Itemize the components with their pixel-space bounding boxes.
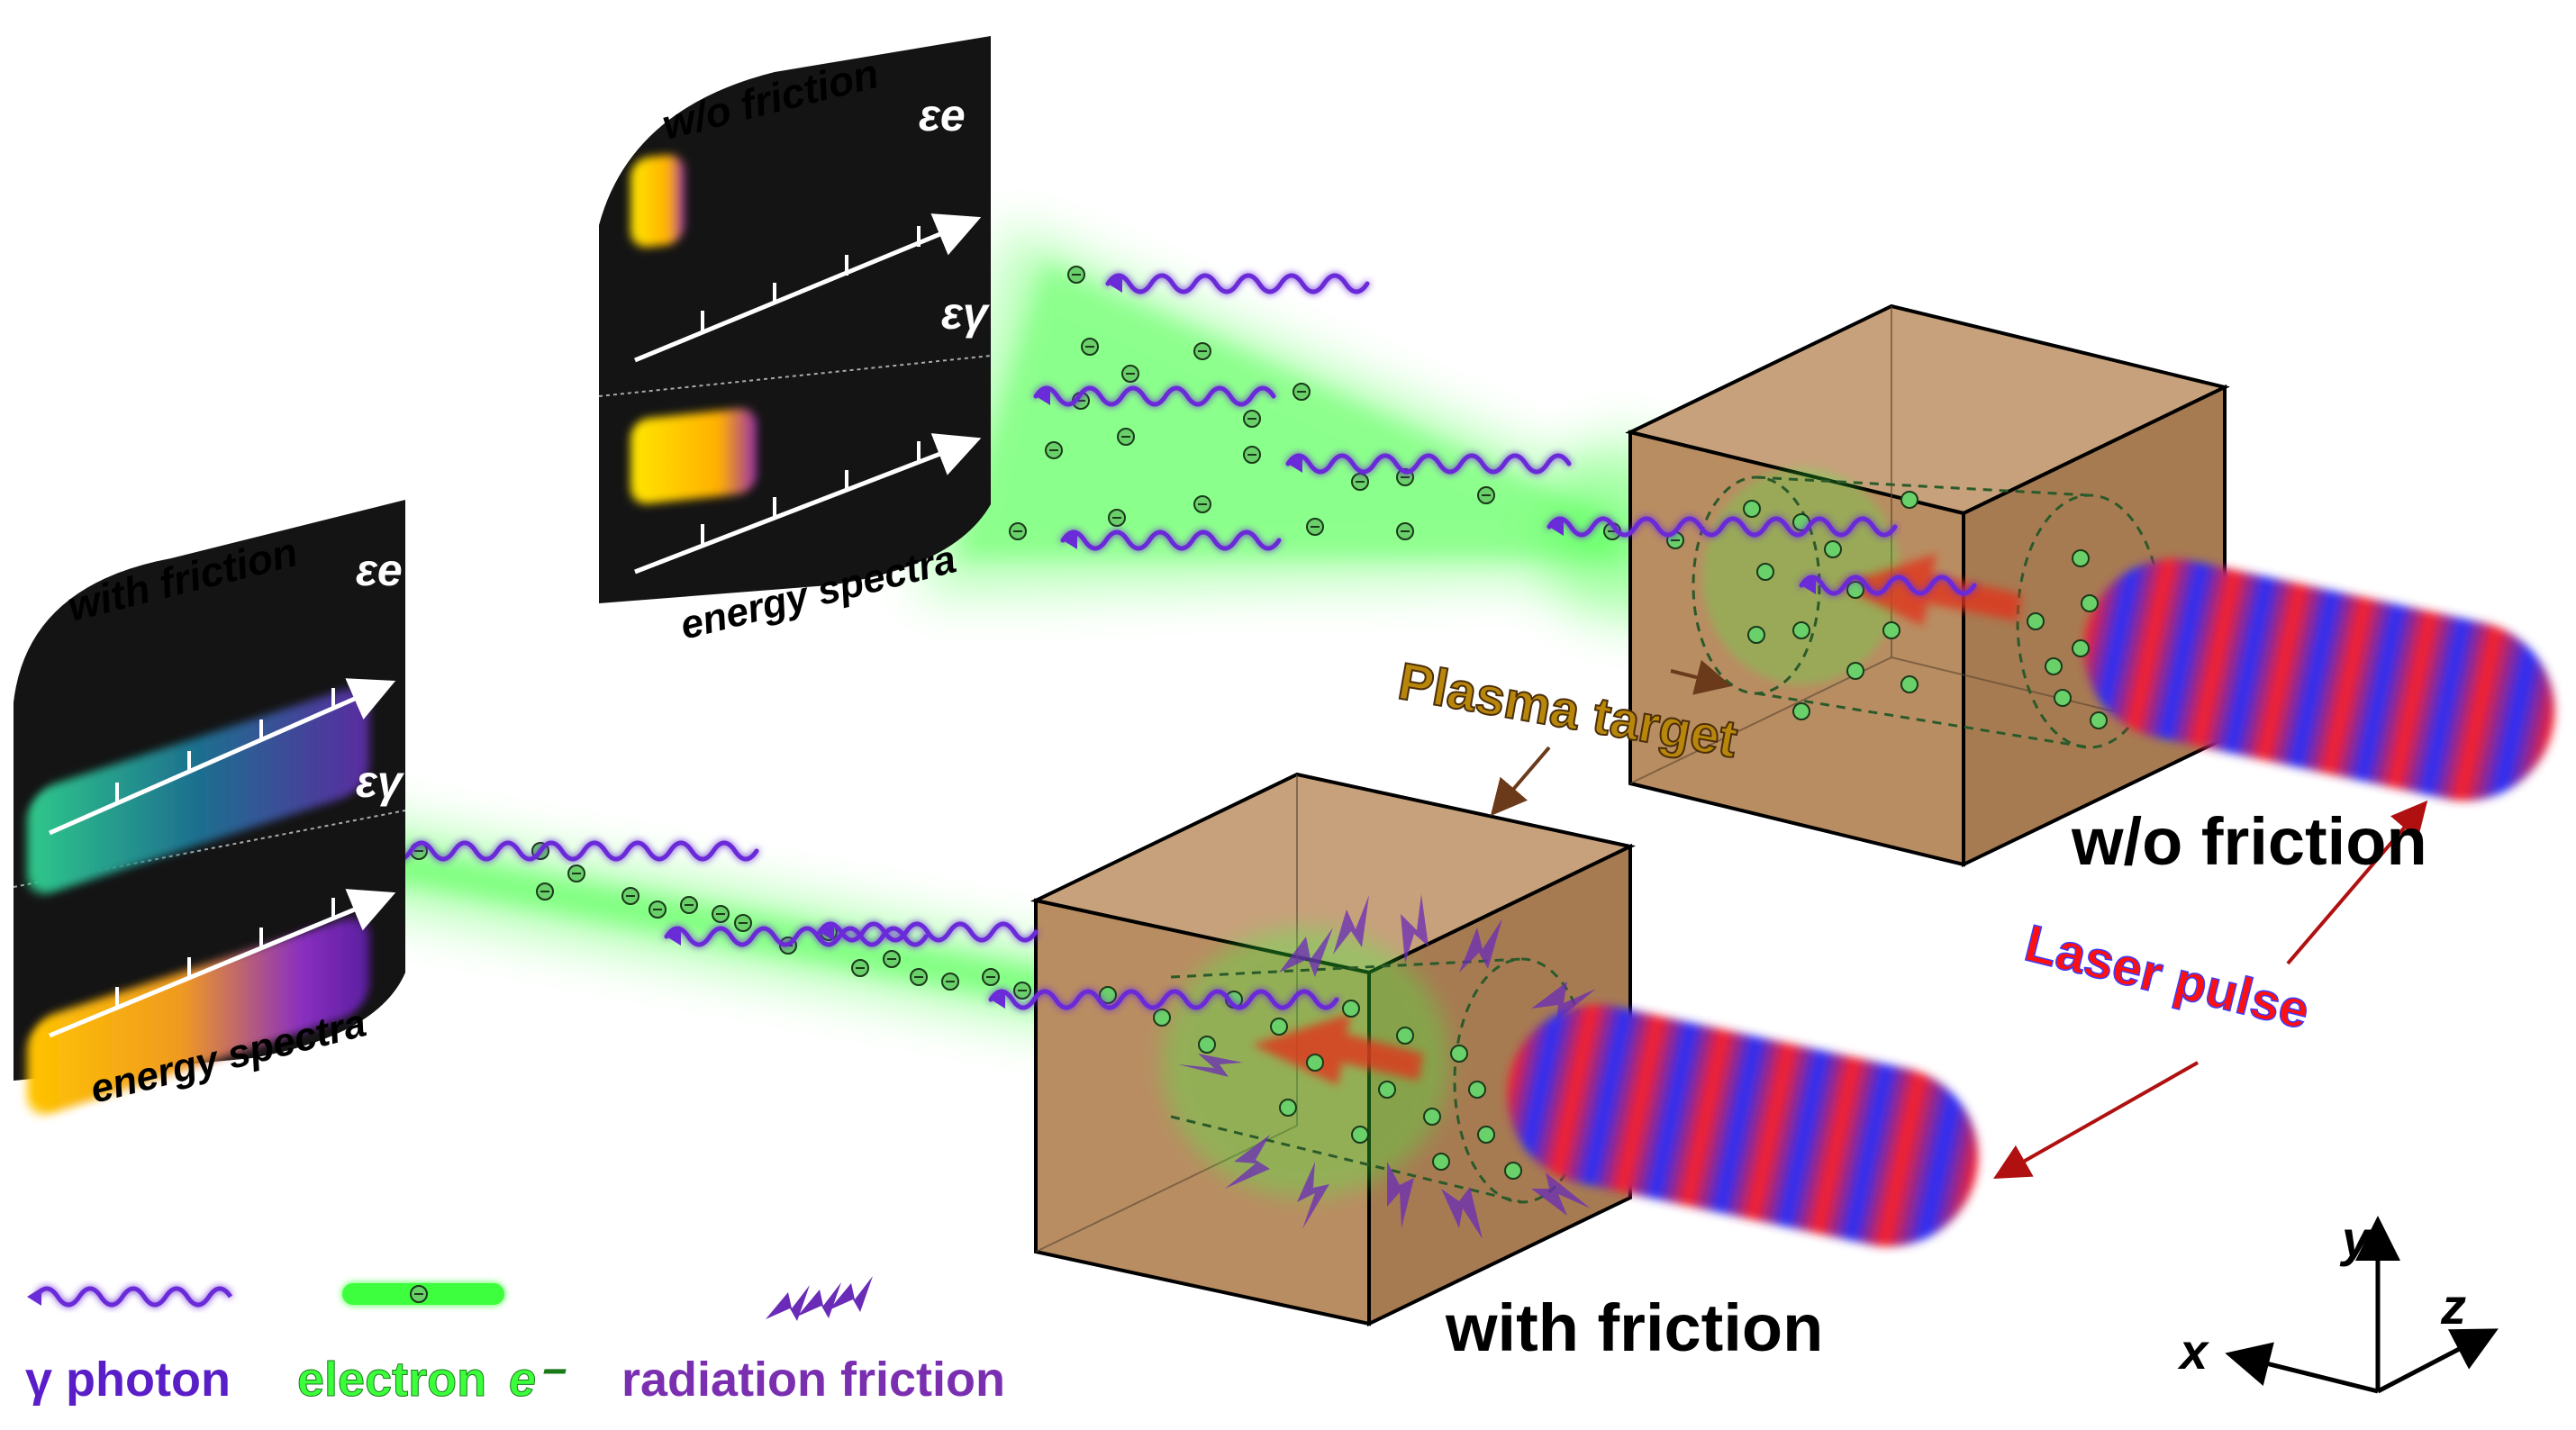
panel-left-photon-axis: εγ	[356, 756, 405, 807]
laser-pointer-bottom	[1993, 1061, 2199, 1179]
legend-photon-icon	[27, 1286, 233, 1308]
legend-electron-icon	[342, 1283, 504, 1305]
legend-electron-label: electron	[297, 1353, 486, 1407]
axis-z-label: z	[2440, 1278, 2466, 1335]
spectra-panel-top	[598, 36, 992, 603]
legend-electron-symbol: e⁻	[509, 1353, 567, 1407]
electrons-top	[1009, 266, 2108, 729]
axis-x-label: x	[2177, 1323, 2210, 1380]
plasma-pointer-bottom	[1490, 746, 1551, 817]
wo-friction-label: w/o friction	[2071, 804, 2427, 879]
laser-pulse-bottom	[1507, 1004, 1979, 1247]
panel-top-electron-axis: εe	[919, 90, 966, 140]
spectra-panel-left	[13, 500, 406, 1115]
laser-pulse-label: Laser pulse	[2019, 914, 2316, 1041]
legend-friction-label: radiation friction	[621, 1353, 1005, 1407]
electrons-bottom	[374, 828, 1522, 1180]
coordinate-axes	[2225, 1216, 2499, 1394]
panel-left-electron-axis: εe	[356, 545, 403, 595]
gamma-photon-arrowheads-top	[1036, 275, 1816, 594]
panel-top-photon-axis: εγ	[941, 288, 991, 339]
radiation-friction-marks	[1178, 894, 1596, 1239]
axis-y-label: y	[2339, 1210, 2372, 1267]
laser-pulse-top	[2083, 558, 2555, 801]
gamma-photons-top	[1033, 273, 1977, 596]
plasma-pointer-top	[1670, 659, 1732, 695]
with-friction-label: with friction	[1445, 1290, 1823, 1365]
legend-photon-label: γ photon	[25, 1353, 231, 1407]
legend-friction-icon	[766, 1276, 873, 1321]
laser-pointer-top	[2286, 800, 2428, 965]
